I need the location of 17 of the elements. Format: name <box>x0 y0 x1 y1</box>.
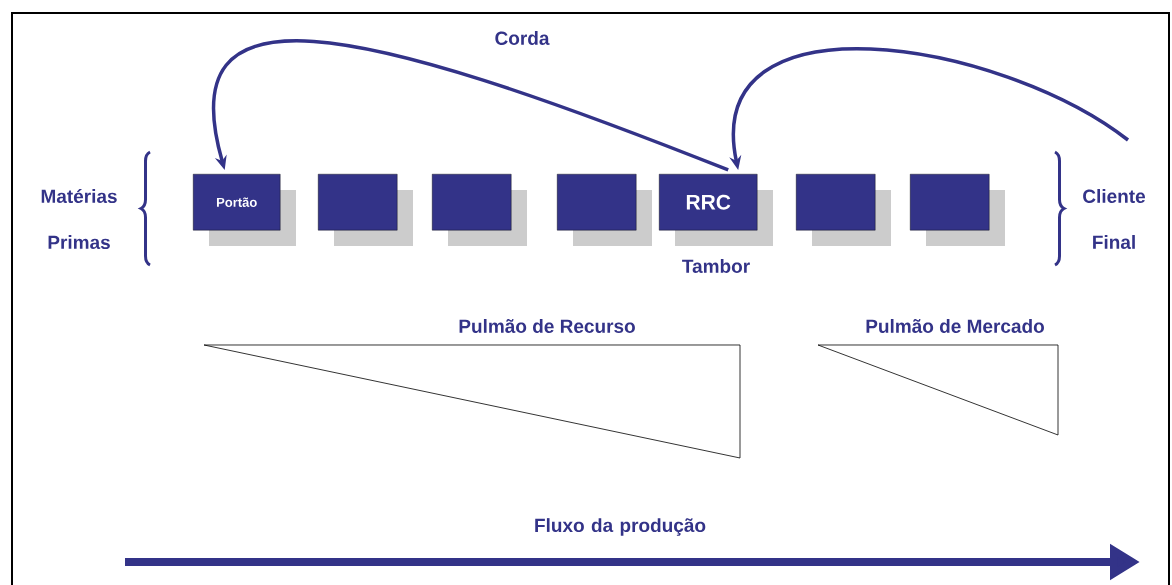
process-box: Portão <box>193 174 296 246</box>
buffer-triangle: Pulmão de Mercado <box>817 319 1059 436</box>
node-label: Pulmão de Recurso <box>459 319 635 333</box>
label: Cliente Final <box>1083 189 1146 249</box>
process-box <box>796 174 891 246</box>
curved-arrow <box>212 39 729 172</box>
node-label: Pulmão de Mercado <box>866 319 1044 333</box>
node-label: Tambor <box>682 259 750 273</box>
edge-label: Corda <box>493 30 551 46</box>
process-box <box>432 174 527 246</box>
buffer-triangle: Pulmão de Recurso <box>203 319 741 459</box>
label: Matérias Primas <box>41 188 117 250</box>
process-box <box>557 174 652 246</box>
process-box: RRC <box>659 174 773 246</box>
label: Fluxo da produção <box>535 518 706 536</box>
process-box <box>910 174 1005 246</box>
process-box <box>318 174 413 246</box>
